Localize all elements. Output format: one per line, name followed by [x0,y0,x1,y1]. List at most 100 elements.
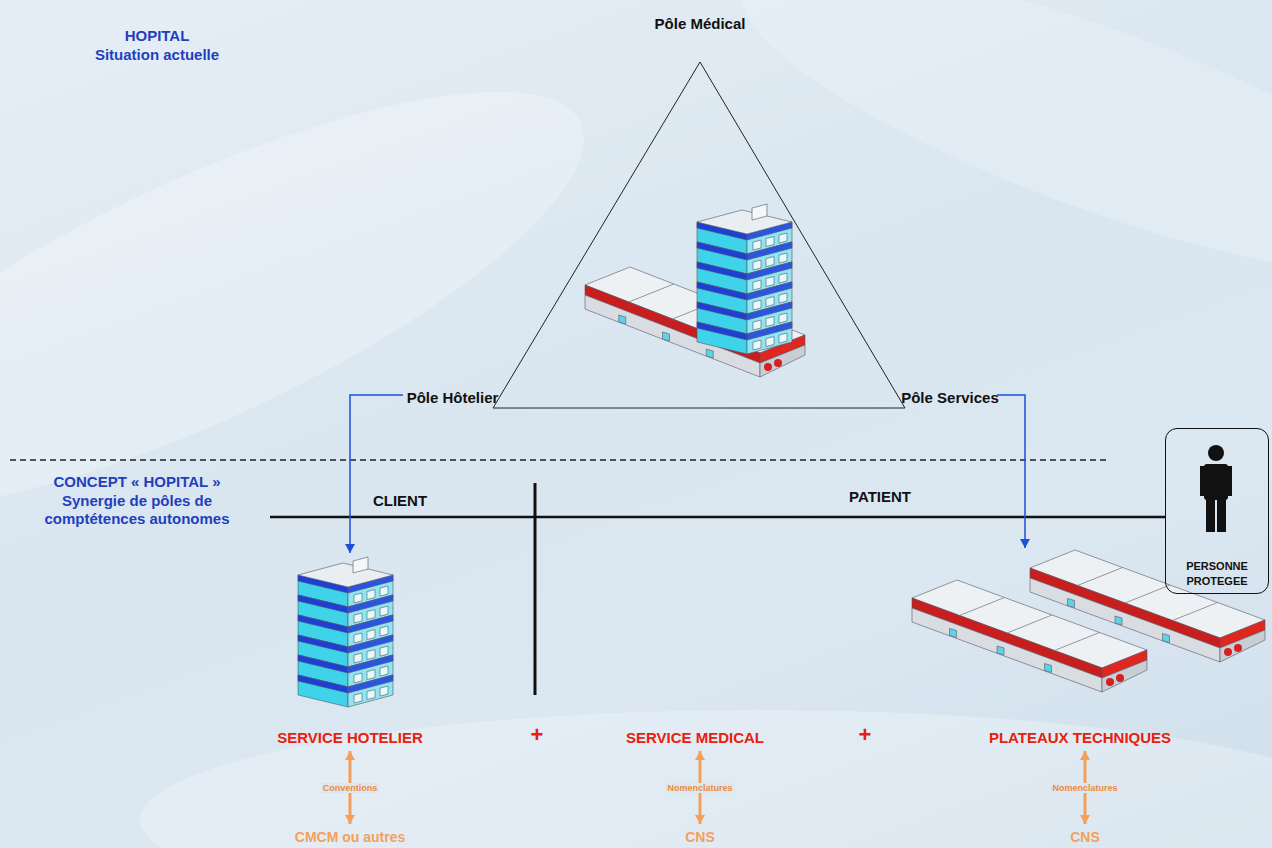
building-face [298,563,393,587]
building-face [753,240,761,250]
segment-line [1055,633,1100,651]
building-face [753,260,761,270]
dashed-divider [10,459,1110,461]
building-face [1163,634,1170,643]
segment-line [629,284,674,302]
segment-line [1173,603,1218,621]
building-face [354,673,362,683]
arrow-head [345,544,355,553]
pole-label: Pôle Services [895,386,1005,430]
building-detail [1116,674,1124,682]
building-face [1030,578,1220,662]
pole-triangle [493,62,905,408]
segment-line [960,598,1005,616]
building-face [1068,599,1075,608]
building-face [753,300,761,310]
building-face [697,322,747,354]
person-box: PERSONNE PROTEGEE [1165,428,1269,594]
background-swoosh [0,14,631,587]
building-face [348,675,393,707]
building-face [697,322,747,340]
building-face [753,320,761,330]
building-face [380,646,388,656]
arrow-head [345,751,355,760]
building-face [354,653,362,663]
building-face [663,332,670,341]
building-face [760,345,805,377]
building-face [367,590,375,600]
building-face [779,273,787,283]
plus-sign: + [853,722,877,747]
building-face [354,633,362,643]
node-text: SERVICE HOTELIER [277,728,423,747]
building-face [1045,664,1052,673]
node-text: Pôle Hôtelier [407,388,499,407]
building-face [354,693,362,703]
node-text: PLATEAUX TECHNIQUES [989,728,1171,747]
service-block: PLATEAUX TECHNIQUES [930,548,1230,749]
building-face [779,313,787,323]
building-face [380,606,388,616]
arrow-head [1020,539,1030,548]
building-face [380,586,388,596]
building-face [1115,616,1122,625]
building-face [950,629,957,638]
service-block: SERVICE MEDICAL [585,724,805,749]
zone-label: PATIENT [810,488,950,506]
plus-sign: + [525,722,549,747]
axis-line [270,516,1165,519]
building-face [752,204,767,220]
node-text: Pôle Services [901,388,999,407]
arrow-head [695,815,705,824]
building-face [380,626,388,636]
building-face [367,650,375,660]
diagram-title: HOPITAL Situation actuelle [92,26,222,64]
edge-label: Conventions [321,783,380,793]
building-face [766,317,774,327]
building-face [298,635,348,653]
building-face [753,280,761,290]
building-face [298,655,348,673]
building-face [697,242,747,260]
building-face [354,613,362,623]
building-face [779,293,787,303]
building-face [997,646,1004,655]
building-face [697,282,747,300]
segment-line [1078,568,1123,586]
pole-label: Pôle Hôtelier [395,386,510,430]
building-detail [774,359,782,367]
pole-arrow [350,395,403,553]
node-text: SERVICE MEDICAL [626,728,764,747]
client-patient-divider [534,483,537,695]
building-face [697,210,792,234]
service-block: SERVICE HOTELIER [250,553,450,749]
building-face [779,333,787,343]
building-face [367,690,375,700]
building-face [298,675,348,707]
concept-note: Synergie de pôles de comptétences autono… [12,492,262,528]
building-face [619,315,626,324]
building-face [747,322,792,354]
building-face [367,670,375,680]
building-face [912,608,1102,692]
building-detail [1224,648,1232,656]
building-detail [1234,644,1242,652]
building-face [766,297,774,307]
arrow-head [1080,815,1090,824]
building-face [766,237,774,247]
payer-label: CNS [1025,826,1145,846]
person-figure [1200,445,1232,532]
building-face [367,610,375,620]
building-face [1220,630,1265,662]
building-detail [764,363,772,371]
node-text: PERSONNE PROTEGEE [1170,559,1264,589]
edge-label: Nomenclatures [665,783,734,793]
segment-line [1125,585,1170,603]
building-face [766,277,774,287]
payer-label: CNS [640,826,760,846]
building-face [380,686,388,696]
building-face [779,233,787,243]
